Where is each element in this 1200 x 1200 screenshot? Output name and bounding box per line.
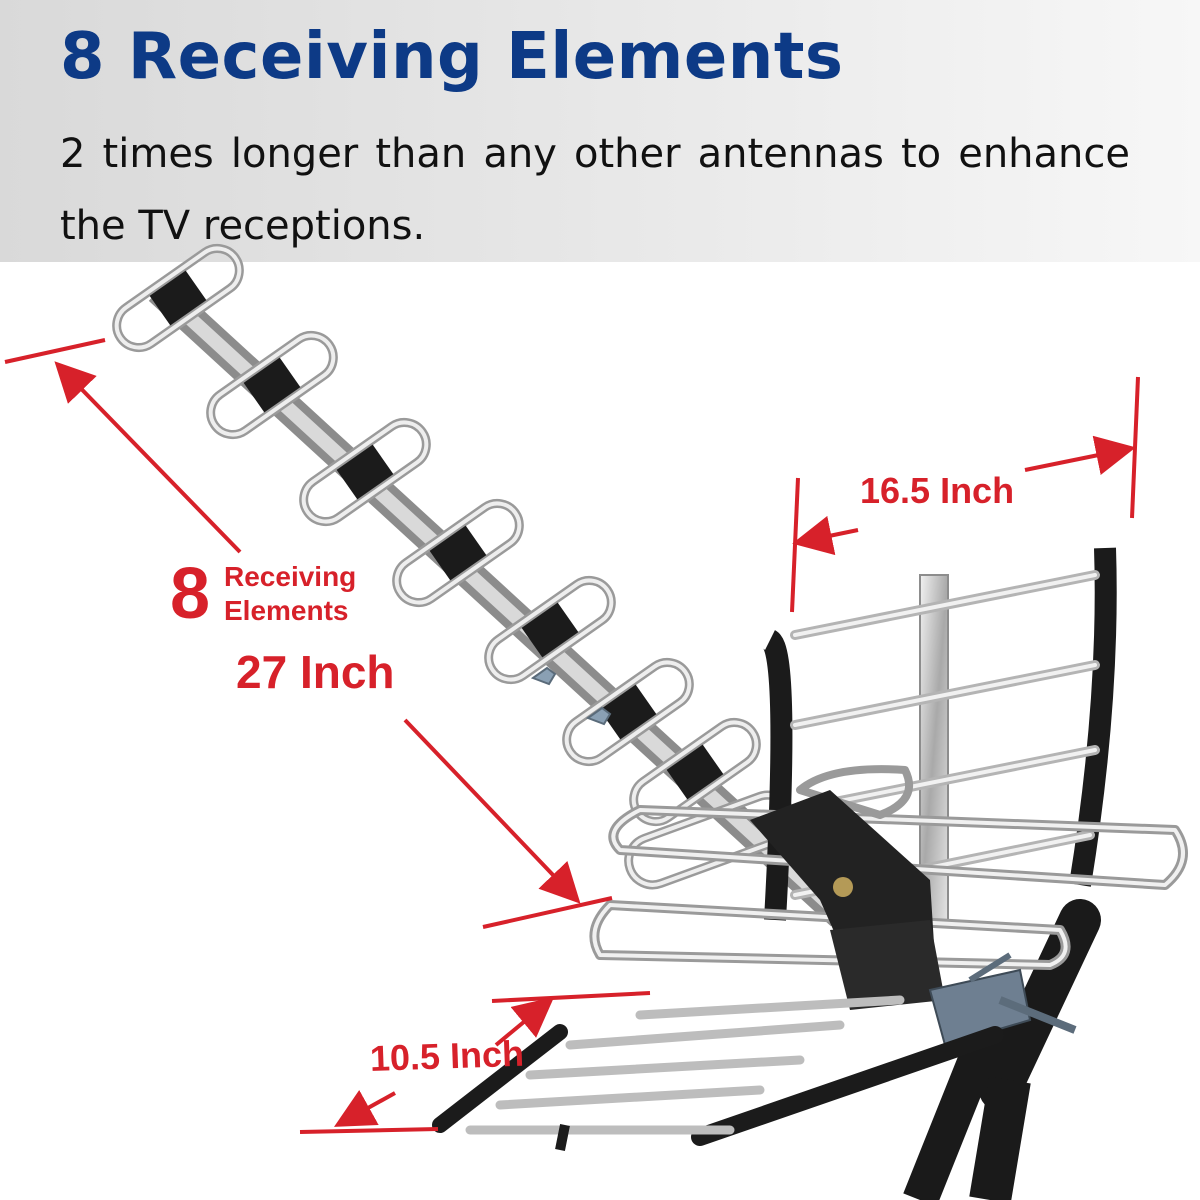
dipole-loops [589,765,1188,970]
page-subtitle: 2 times longer than any other antennas t… [60,131,1130,249]
depth-arrow-bottom [334,1089,396,1127]
length-extension-line [4,338,106,364]
depth-arrow-top [494,996,555,1047]
dimension-lines [4,338,1140,1134]
balun-housing [750,790,945,1010]
depth-dimension-label: 10.5 Inch [369,1032,525,1079]
element-count-number: 8 [170,554,211,634]
length-arrow-top [54,361,242,554]
receiving-element-2 [206,330,338,440]
lower-element [432,995,1004,1151]
width-extension-right [1130,376,1140,519]
length-extension-line-bottom [482,896,613,929]
mount-clamp [928,952,1077,1047]
director-elements [112,243,796,890]
element-count-label-line1: Receiving [224,561,357,592]
receiving-element-3 [299,417,431,527]
receiving-element-5 [484,575,616,685]
wing-nuts [530,666,612,726]
element-count-label-line2: Elements [224,595,349,626]
page-title: 8 Receiving Elements [60,20,844,94]
width-arrow-left [792,515,859,556]
width-dimension-label: 16.5 Inch [860,470,1015,511]
receiving-element-4 [392,498,524,608]
receiving-element-6 [562,657,694,767]
width-arrow-right [1024,435,1136,475]
depth-extension-top [491,991,651,1003]
receiving-element-1 [112,243,244,353]
length-arrow-bottom [403,718,581,904]
length-dimension-label: 27 Inch [236,646,395,698]
header-banner: 8 Receiving Elements 2 times longer than… [0,0,1200,262]
depth-extension-bottom [299,1127,439,1134]
width-extension-left [790,477,800,613]
